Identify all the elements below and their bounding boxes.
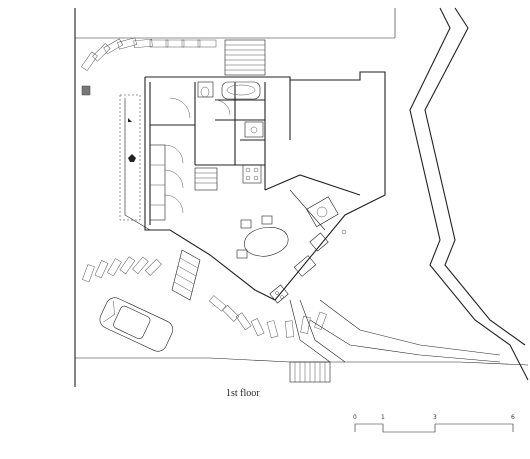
closets bbox=[149, 144, 184, 221]
entry-area bbox=[119, 94, 151, 231]
stairs-top bbox=[224, 39, 266, 76]
bathroom bbox=[169, 81, 264, 138]
scale-tick-0: 0 bbox=[353, 414, 357, 421]
stairs-road bbox=[289, 299, 501, 383]
parked-car bbox=[99, 297, 174, 352]
kitchen bbox=[269, 196, 347, 304]
stairs-entry bbox=[171, 249, 201, 301]
scale-tick-6: 6 bbox=[511, 414, 515, 421]
site-boundary bbox=[74, 7, 529, 387]
scale-tick-1: 1 bbox=[381, 414, 385, 421]
dining-table bbox=[236, 215, 289, 259]
stairs-interior bbox=[194, 164, 262, 191]
parking-strips-bottom bbox=[82, 256, 327, 339]
scale-tick-3: 3 bbox=[433, 414, 437, 421]
parking-strips-top bbox=[81, 37, 217, 96]
scale-bar: 0 1 3 6 bbox=[353, 414, 515, 433]
building-walls bbox=[144, 71, 386, 301]
plan-caption: 1st floor bbox=[226, 388, 260, 399]
